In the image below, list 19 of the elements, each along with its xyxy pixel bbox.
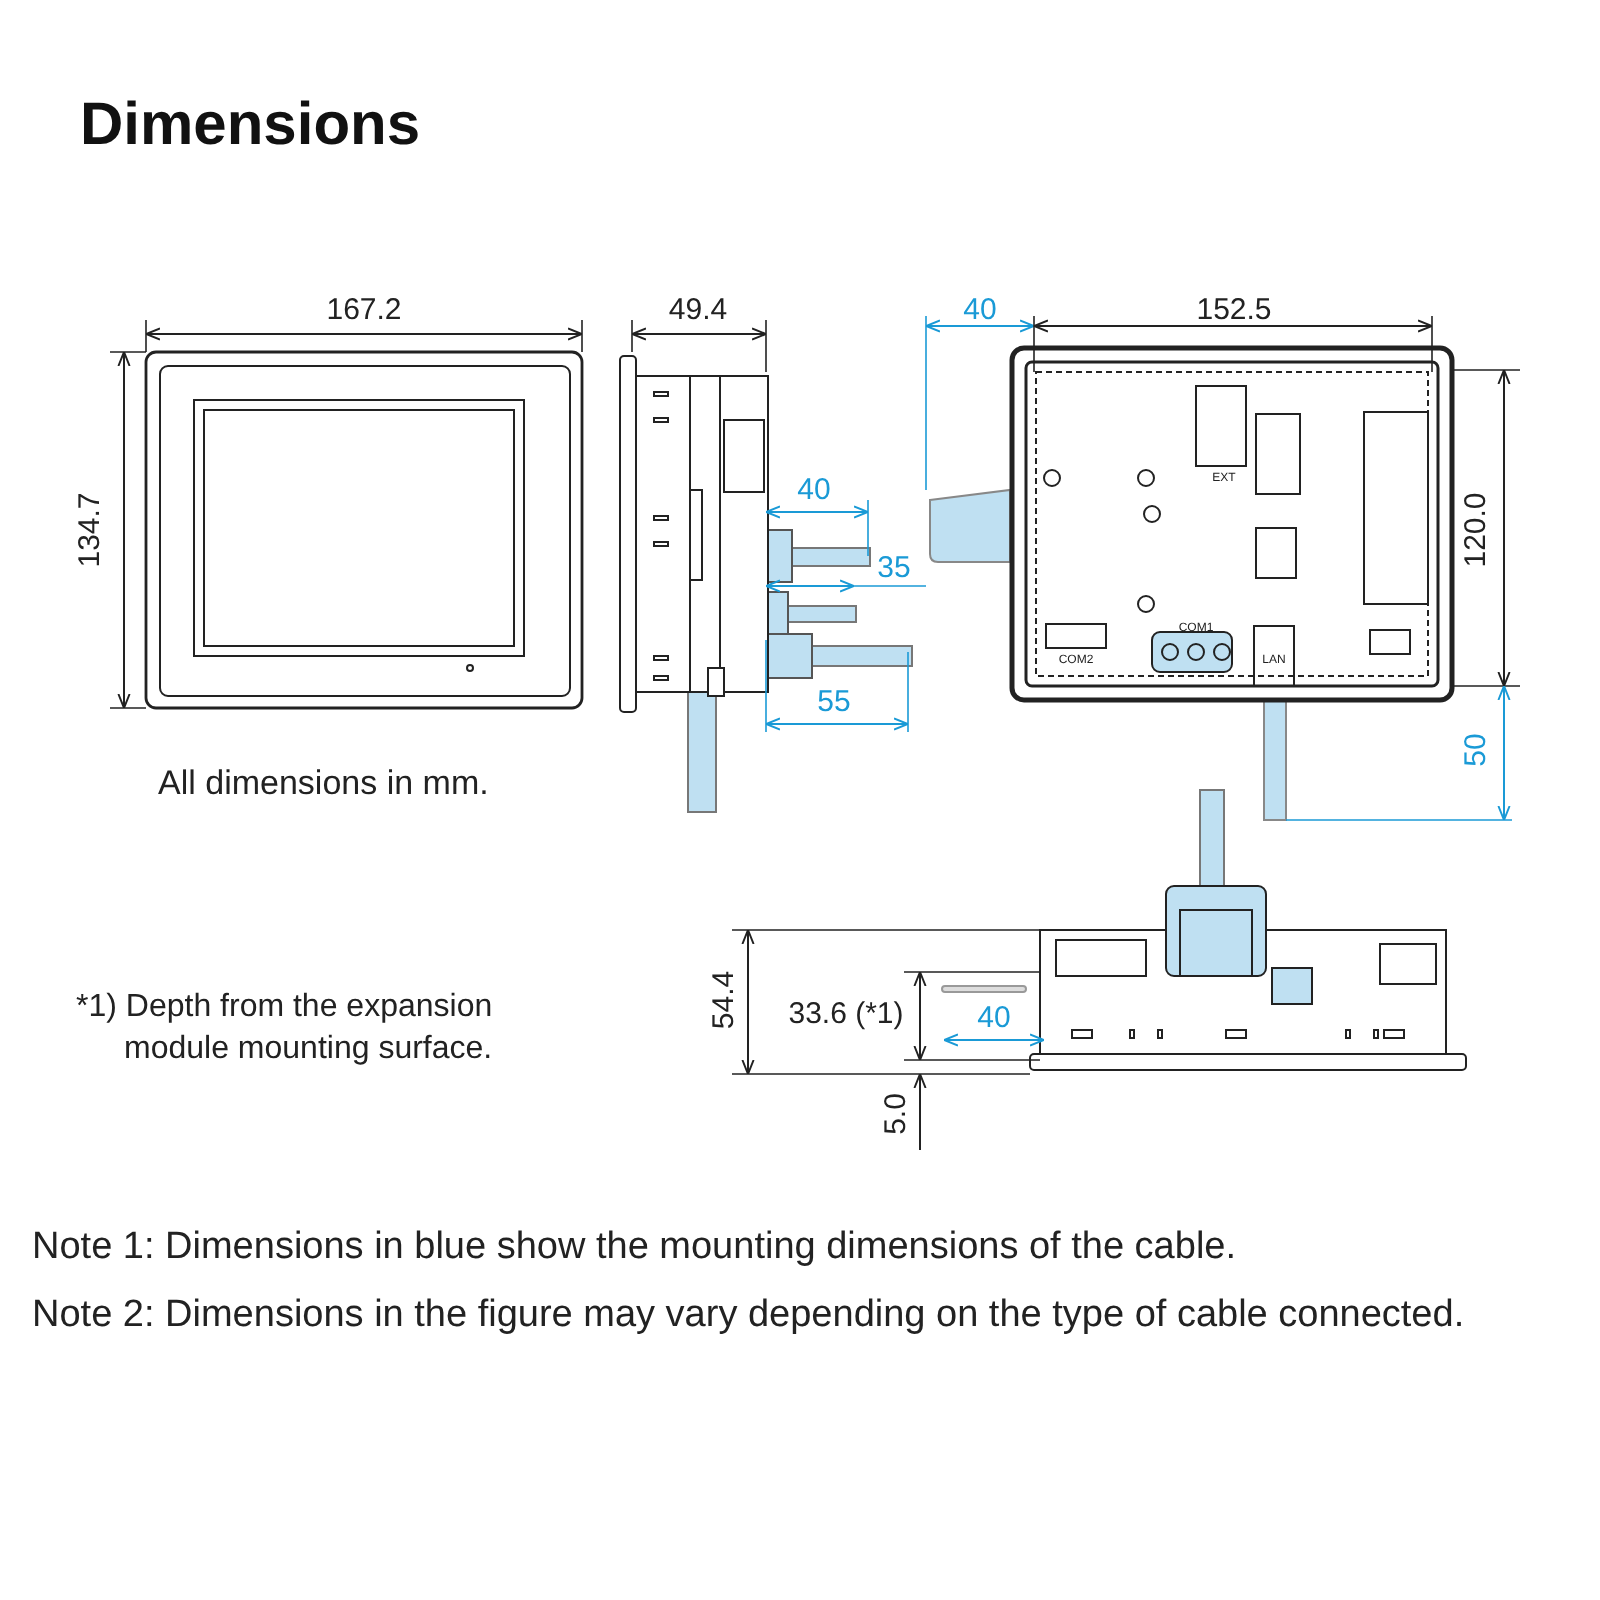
dimension-value: 55	[817, 684, 851, 720]
dimension-value: 40	[797, 472, 831, 508]
note-text: Note 2: Dimensions in the figure may vary depending on the type of cable connected.	[32, 1294, 1465, 1338]
dimension-value: 50	[1458, 733, 1494, 767]
dimension-value: 120.0	[1458, 492, 1494, 568]
dimension-value: 152.5	[1196, 292, 1272, 328]
dimension-value: 33.6 (*1)	[788, 996, 904, 1032]
dimension-value: 40	[963, 292, 997, 328]
dimension-value: 167.2	[326, 292, 402, 328]
footnote-text: *1) Depth from the expansion module mounting surface.	[76, 988, 495, 1070]
page-title: Dimensions	[80, 92, 421, 160]
dimension-value: 35	[877, 550, 911, 586]
dimension-value: 54.4	[706, 970, 742, 1030]
note-text: Note 1: Dimensions in blue show the mounting dimensions of the cable.	[32, 1226, 1237, 1270]
dimension-value: 49.4	[668, 292, 728, 328]
note-text: All dimensions in mm.	[158, 764, 489, 804]
dimension-value: 134.7	[72, 492, 108, 568]
dimension-value: 5.0	[878, 1093, 914, 1135]
dimension-value: 40	[977, 1000, 1011, 1036]
